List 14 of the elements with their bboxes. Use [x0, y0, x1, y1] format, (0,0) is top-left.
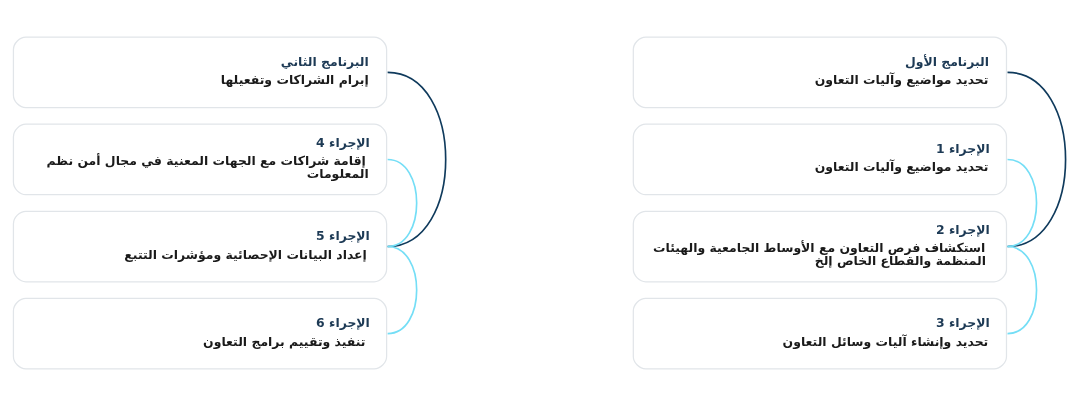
node-box: الإجراء 5 إعداد البيانات الإحصائية ومؤشرات التتبع: [12, 210, 388, 283]
connector: [1006, 71, 1067, 248]
connector: [386, 158, 418, 248]
connector: [386, 245, 418, 335]
node-box: الإجراء 1 تحديد مواضيع وآليات التعاون: [632, 123, 1008, 196]
connector: [386, 71, 447, 248]
node-box: البرنامج الثاني إبرام الشراكات وتفعيلها: [12, 36, 388, 109]
node-box: الإجراء 4 إقامة شراكات مع الجهات المعنية في مجال أمن نظم المعلومات: [12, 123, 388, 196]
connector: [1006, 158, 1038, 248]
node-box: البرنامج الأول تحديد مواضيع وآليات التعاون: [632, 36, 1008, 109]
node-box: الإجراء 6 تنفيذ وتقييم برامج التعاون: [12, 297, 388, 370]
node-box: الإجراء 2 استكشاف فرص التعاون مع الأوساط الجامعية والهيئات المنظمة والقطاع الخاص إلخ: [632, 210, 1008, 283]
connector: [1006, 245, 1038, 335]
node-box: الإجراء 3 تحديد وإنشاء آليات وسائل التعاون: [632, 297, 1008, 370]
